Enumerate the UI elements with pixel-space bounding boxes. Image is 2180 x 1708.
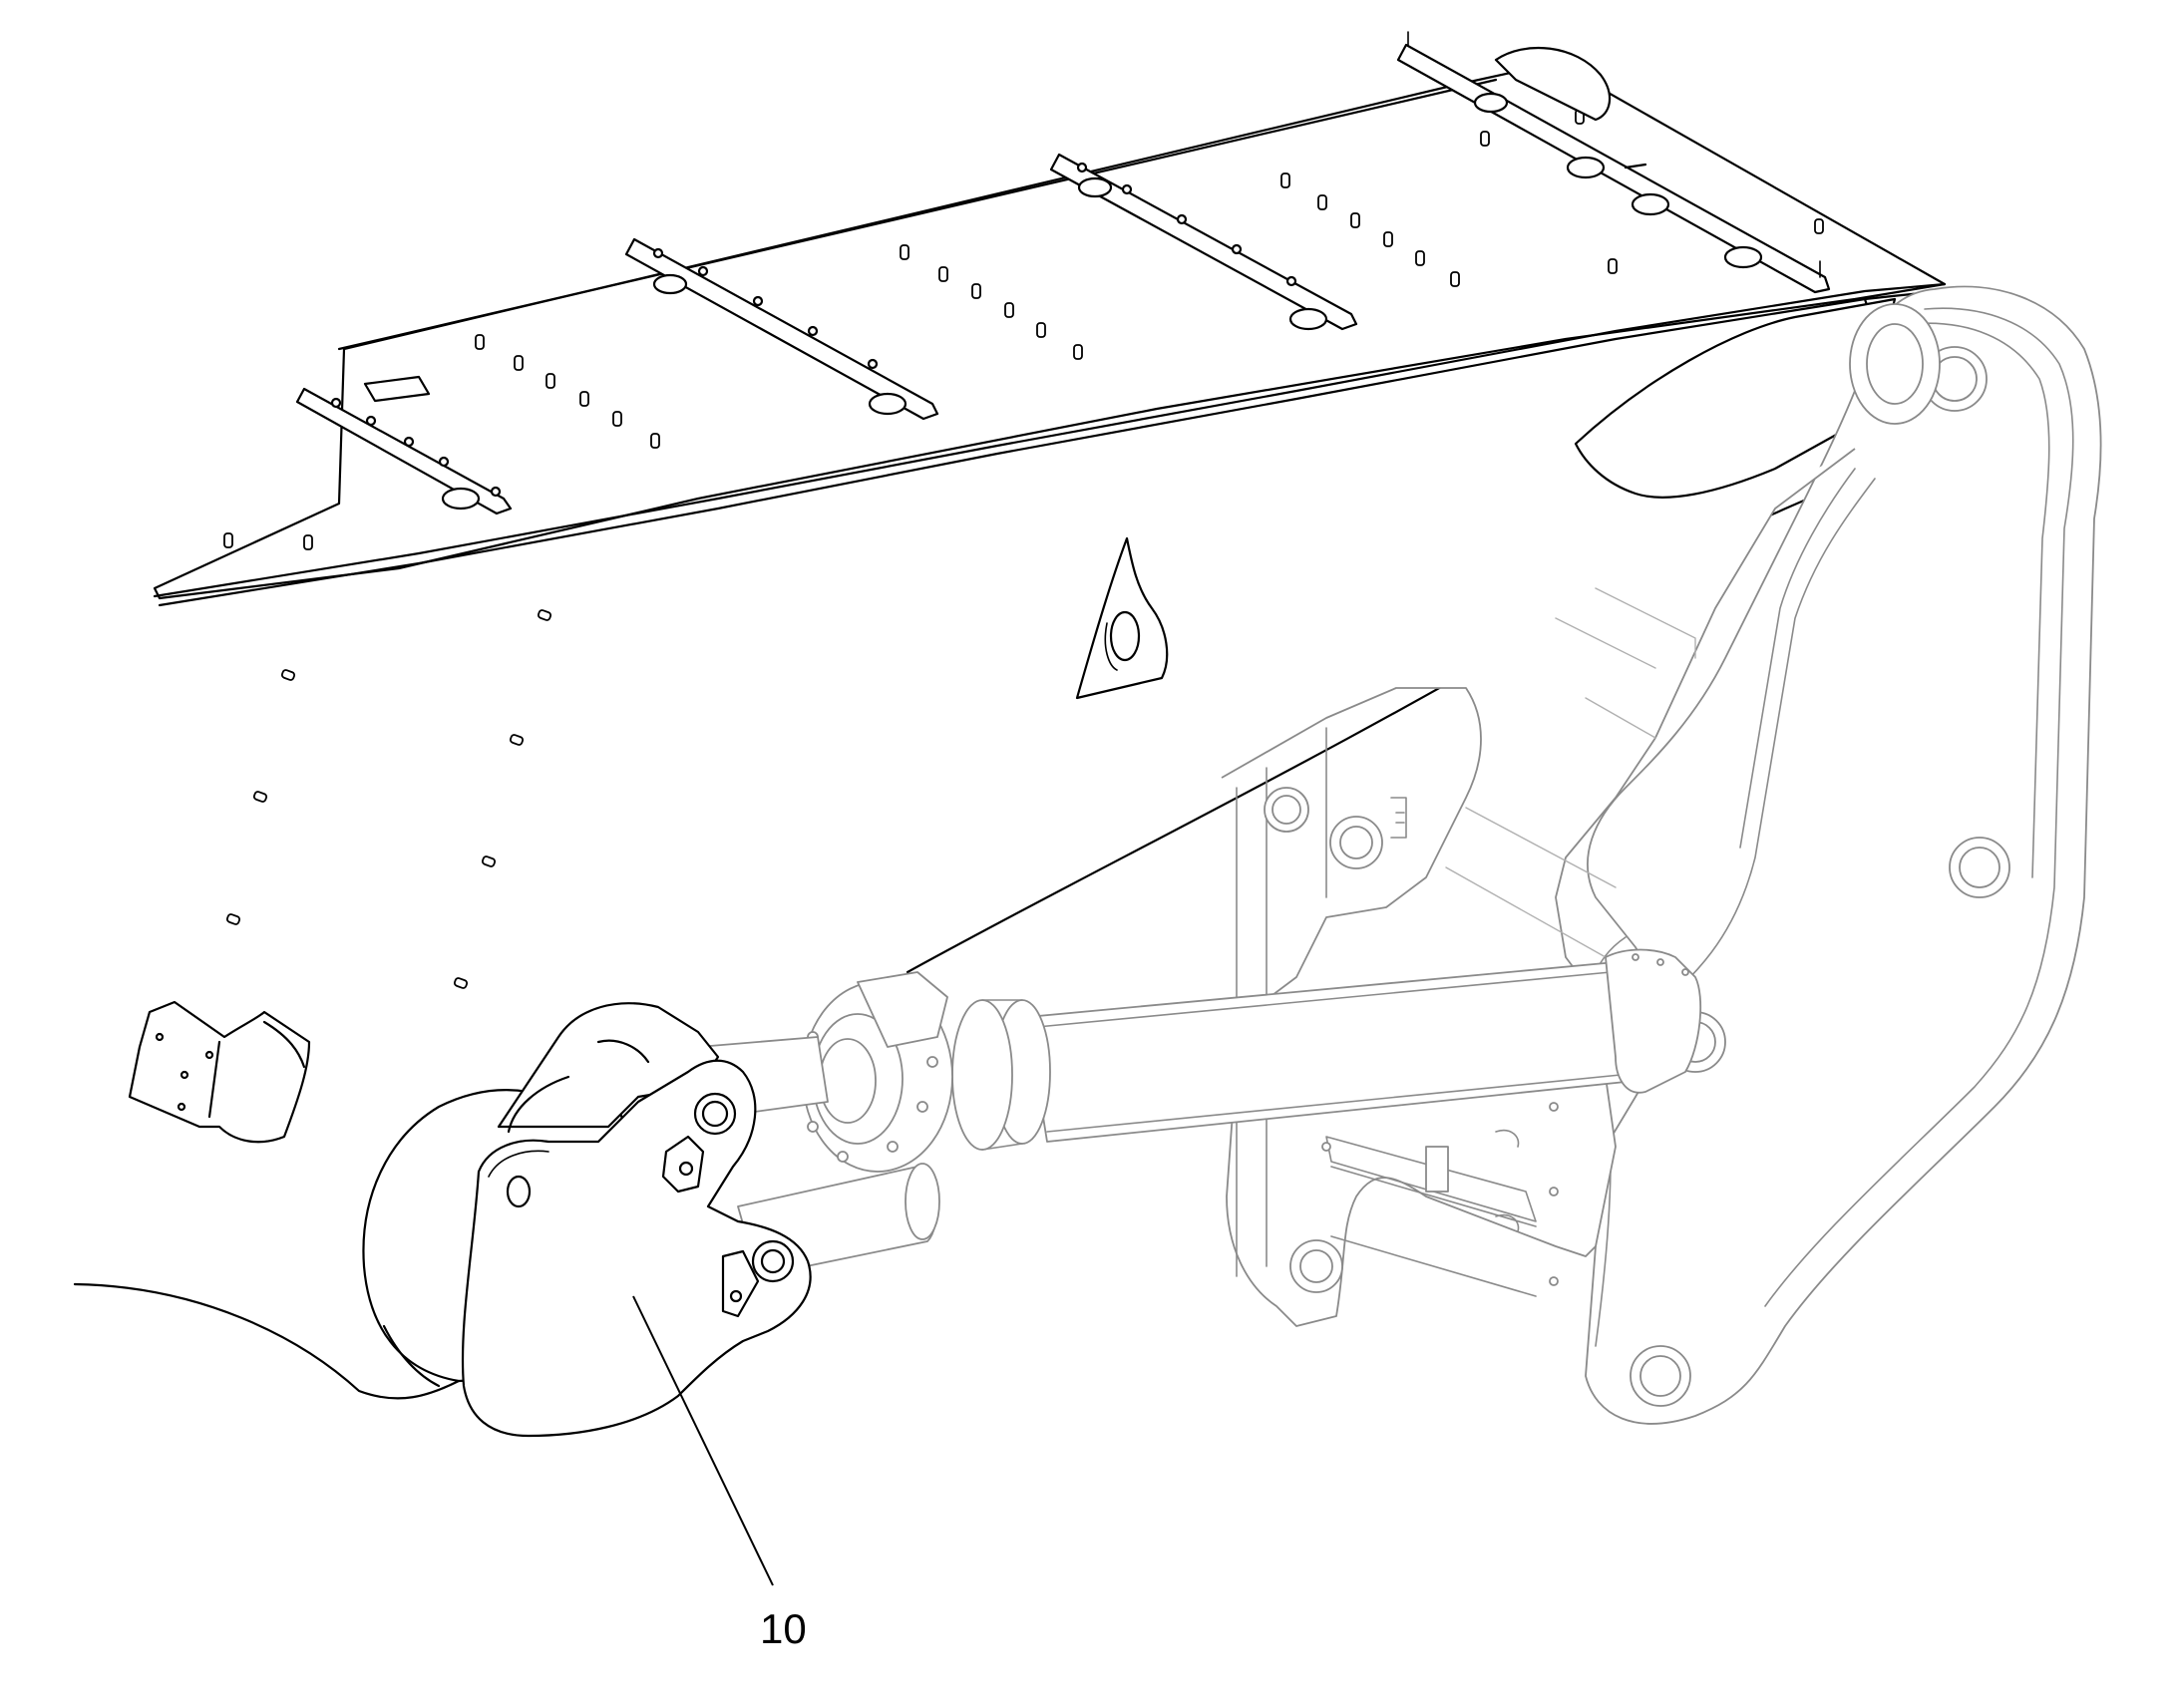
deck-bracket-rails bbox=[295, 31, 1831, 515]
deck-hole-pattern bbox=[223, 109, 1824, 550]
end-gusset bbox=[1574, 297, 1897, 499]
part-10-clevis-housing bbox=[362, 1002, 812, 1438]
boom-body bbox=[73, 61, 1947, 1400]
cable-guide-bracket bbox=[128, 1000, 311, 1144]
boom-side-holes bbox=[225, 609, 552, 989]
callout-leader-line bbox=[632, 1295, 774, 1586]
hydraulic-cylinder bbox=[697, 948, 1702, 1277]
callout-label: 10 bbox=[760, 1605, 807, 1652]
callout-10: 10 bbox=[632, 1295, 807, 1652]
lifting-eye bbox=[1075, 536, 1169, 700]
